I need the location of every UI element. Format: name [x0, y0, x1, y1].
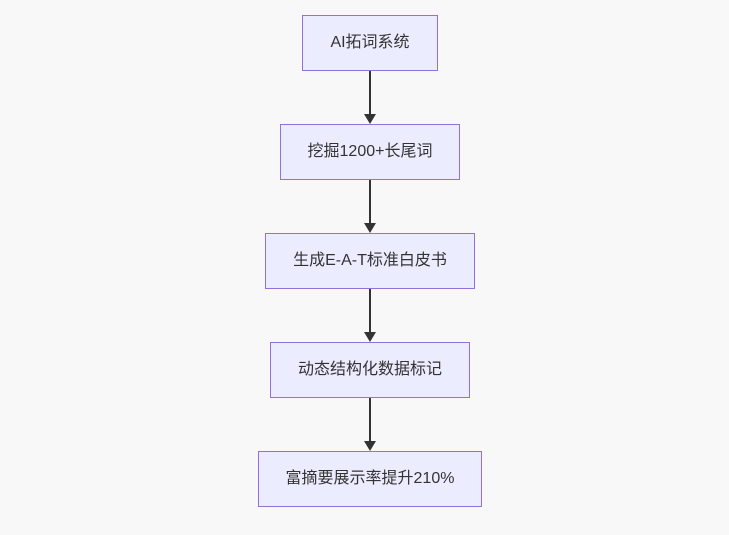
edge-line [369, 180, 371, 224]
arrowhead-down-icon [364, 332, 376, 342]
arrowhead-down-icon [364, 223, 376, 233]
edge-line [369, 398, 371, 442]
arrowhead-down-icon [364, 114, 376, 124]
edge-arrow [364, 398, 376, 451]
flow-node-ai-system: AI拓词系统 [302, 15, 438, 71]
edge-arrow [364, 180, 376, 233]
flow-node-eat-whitepaper: 生成E-A-T标准白皮书 [265, 233, 475, 289]
flow-node-rich-snippet-result: 富摘要展示率提升210% [257, 451, 483, 507]
arrowhead-down-icon [364, 441, 376, 451]
edge-arrow [364, 289, 376, 342]
edge-line [369, 289, 371, 333]
flow-node-structured-data: 动态结构化数据标记 [269, 342, 470, 398]
edge-line [369, 71, 371, 115]
flowchart: AI拓词系统 挖掘1200+长尾词 生成E-A-T标准白皮书 动态结构化数据标记… [257, 15, 483, 507]
edge-arrow [364, 71, 376, 124]
flow-node-longtail-keywords: 挖掘1200+长尾词 [279, 124, 461, 180]
